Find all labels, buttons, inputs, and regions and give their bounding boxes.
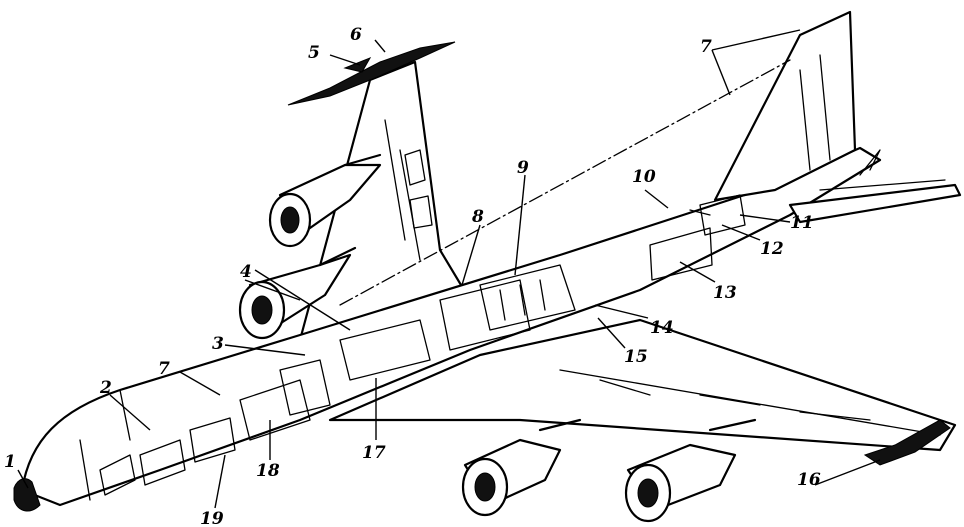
near-engine-left (461, 418, 582, 517)
callout-12: 12 (760, 239, 784, 259)
callout-labels: 1 2 3 4 5 6 7 7 8 9 10 11 12 13 14 15 16… (4, 25, 821, 527)
callout-8: 8 (471, 207, 484, 227)
callout-18: 18 (256, 461, 280, 481)
cabin-interior (79, 194, 746, 501)
callout-15: 15 (624, 347, 648, 367)
far-engine-upper (268, 153, 382, 248)
callout-16: 16 (797, 470, 821, 490)
callout-1: 1 (4, 452, 16, 472)
far-wingtip-antenna (287, 41, 456, 106)
callout-5: 5 (308, 43, 320, 63)
callout-14: 14 (650, 318, 674, 338)
callout-11: 11 (790, 213, 814, 233)
callout-17: 17 (362, 443, 386, 463)
near-wingtip-antenna (863, 419, 951, 466)
antenna-axis-line (339, 59, 791, 306)
far-engine-lower (238, 246, 357, 340)
callout-2: 2 (99, 378, 112, 398)
callout-7-tail: 7 (700, 37, 712, 57)
callout-13: 13 (713, 283, 737, 303)
callout-10: 10 (632, 167, 656, 187)
leader-lines (17, 29, 881, 509)
fuselage (13, 146, 882, 512)
callout-3: 3 (212, 334, 224, 354)
callout-7-front: 7 (158, 359, 170, 379)
callout-19: 19 (200, 509, 224, 527)
near-engine-right (624, 418, 757, 523)
callout-4: 4 (240, 262, 252, 282)
horizontal-stabilizer (788, 149, 962, 224)
callout-9: 9 (517, 158, 529, 178)
near-wing (328, 318, 957, 452)
callout-6: 6 (350, 25, 362, 45)
